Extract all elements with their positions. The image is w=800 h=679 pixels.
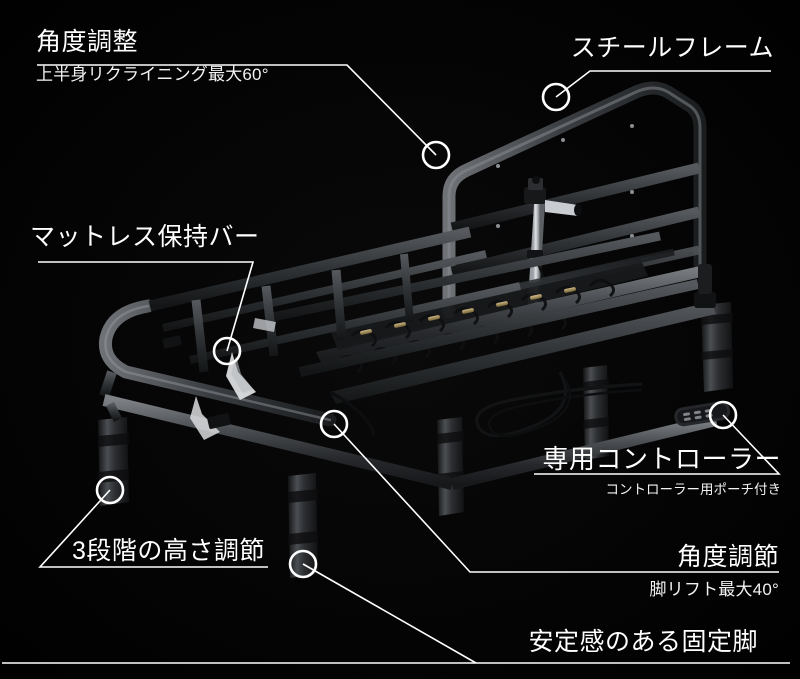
callout-mattress-retainer-bar: マットレス保持バー xyxy=(30,223,260,251)
callout-steel-frame: スチールフレーム xyxy=(571,34,774,62)
callout-title-angle-adjust-legs: 角度調節 xyxy=(676,543,779,571)
callout-title-steel-frame: スチールフレーム xyxy=(570,34,774,62)
callout-title-three-stage-height: 3段階の高さ調節 xyxy=(72,537,265,565)
callout-subtitle-angle-adjust-legs: 脚リフト最大40° xyxy=(649,580,779,599)
callout-angle-adjust-legs: 角度調節 脚リフト最大40° xyxy=(649,543,779,600)
callout-title-mattress-retainer-bar: マットレス保持バー xyxy=(30,223,260,251)
callout-subtitle-angle-adjust-upper: 上半身リクライニング最大60° xyxy=(36,65,269,84)
callout-dedicated-controller: 専用コントローラー コントローラー用ポーチ付き xyxy=(542,444,782,498)
callout-subtitle-dedicated-controller: コントローラー用ポーチ付き xyxy=(605,482,782,498)
callout-three-stage-height: 3段階の高さ調節 xyxy=(72,537,265,565)
callout-angle-adjust-upper: 角度調整 上半身リクライニング最大60° xyxy=(36,28,269,85)
callout-title-stable-fixed-legs: 安定感のある固定脚 xyxy=(528,628,758,656)
callout-title-angle-adjust-upper: 角度調整 xyxy=(36,28,139,56)
callout-stable-fixed-legs: 安定感のある固定脚 xyxy=(528,628,758,656)
callout-title-dedicated-controller: 専用コントローラー xyxy=(542,444,781,474)
